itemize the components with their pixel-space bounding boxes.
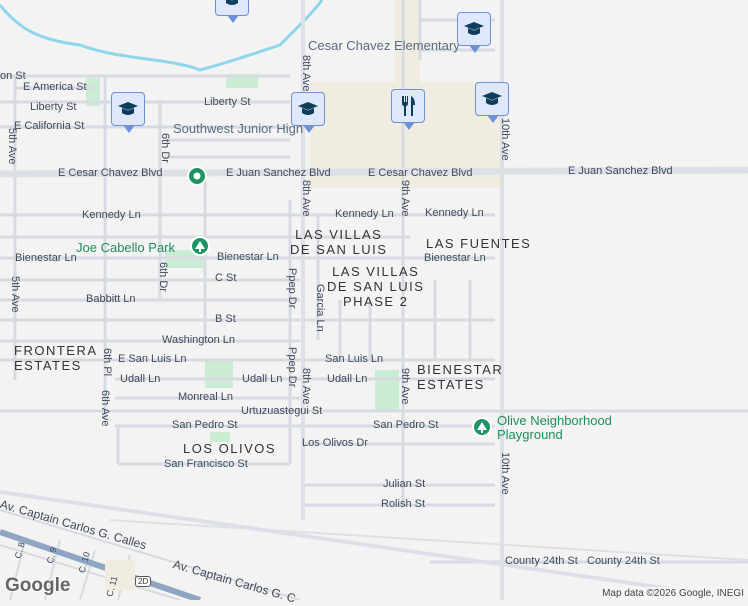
street-label: San Francisco St [164,458,248,470]
street-label: San Pedro St [172,419,238,431]
street-label: 9th Ave [399,368,411,405]
street-label: 8th Ave [300,180,312,217]
street-label: Rolish St [381,498,426,510]
street-label: Liberty St [30,101,77,113]
street-label: Monreal Ln [178,391,234,403]
street-label: San Pedro St [373,419,439,431]
commercial-area [105,560,135,590]
street-label: Julian St [383,478,426,490]
parks [86,74,399,442]
street-label: Urtuzuastegui St [241,405,323,417]
street-label: Kennedy Ln [82,209,141,221]
school-marker[interactable] [291,92,325,133]
school-marker[interactable] [111,92,145,133]
street-label: Babbitt Ln [86,293,136,305]
street-label: Garcia Ln [314,284,326,332]
place-icon [193,172,201,180]
park-icon [477,421,487,433]
campus-area [395,0,420,82]
street-label: 5th Ave [6,128,18,165]
street-label: C St [215,272,237,284]
school-icon [464,22,484,35]
park-label[interactable]: Olive Neighborhood Playground [497,413,612,442]
street-label: Bienestar Ln [15,252,77,264]
restaurant-marker[interactable] [391,89,425,130]
street-label: E Cesar Chavez Blvd [368,167,473,179]
street-label: Ppep Dr [286,268,298,309]
school-icon [482,92,502,105]
map-attribution[interactable]: Map data ©2026 Google, INEGI [598,587,748,600]
street-label: 10th Ave [499,118,511,161]
district-label: LAS VILLAS DE SAN LUIS [290,227,388,257]
street-label: Washington Ln [162,334,235,346]
district-label: LAS VILLAS DE SAN LUIS PHASE 2 [327,264,425,309]
street-label: E Cesar Chavez Blvd [58,167,163,179]
street-label: San Luis Ln [325,353,384,365]
place-marker[interactable] [187,166,207,186]
street-label: 6th Ave [99,390,111,427]
poi-label[interactable]: Cesar Chavez Elementary [308,38,460,53]
district-label: BIENESTAR ESTATES [417,362,504,392]
school-marker[interactable] [457,12,491,53]
street-label: E California St [14,120,85,132]
street-label: Bienestar Ln [424,252,486,264]
street-label: Kennedy Ln [425,207,484,219]
google-logo: Google [5,575,71,596]
street-label: 10th Ave [499,452,511,495]
park-icon [195,240,205,252]
street-label: E Juan Sanchez Blvd [226,167,331,179]
street-label: Kennedy Ln [335,208,394,220]
school-marker[interactable] [475,82,509,123]
school-icon [226,0,238,5]
park-marker[interactable] [472,417,492,437]
river [0,0,324,72]
school-icon [298,102,318,115]
street-label: E America St [23,81,87,93]
school-icon [118,102,138,115]
district-label: LAS FUENTES [426,236,532,251]
street-label: 6th Dr [159,133,171,163]
mexico-grid [0,509,301,600]
school-marker[interactable] [215,0,249,23]
street-label: Udall Ln [120,373,161,385]
street-label: County 24th St [587,555,660,567]
street-label: County 24th St [505,555,578,567]
highway-2d [0,529,201,600]
district-label: LOS OLIVOS [183,441,277,456]
street-label: Udall Ln [242,373,283,385]
street-label: 8th Ave [300,368,312,405]
route-shield: 2D [135,576,152,587]
street-label: Bienestar Ln [217,251,279,263]
street-label: B St [215,313,236,325]
street-label: E San Luis Ln [118,353,187,365]
park-label[interactable]: Joe Cabello Park [76,240,175,255]
street-label: 6th Pl [101,348,113,377]
street-label: Los Olivos Dr [302,437,369,449]
street-label: 5th Ave [9,276,21,313]
street-label: Ppep Dr [286,347,298,388]
street-label: 9th Ave [399,180,411,217]
street-label: Liberty St [204,96,251,108]
street-label: on St [0,70,26,82]
restaurant-icon [402,96,415,116]
street-label: E Juan Sanchez Blvd [568,165,673,177]
street-label: 8th Ave [300,55,312,92]
park-marker[interactable] [190,236,210,256]
street-label: 6th Dr [157,262,169,292]
poi-label[interactable]: Southwest Junior High [173,121,304,136]
district-label: FRONTERA ESTATES [14,343,98,373]
street-label: Udall Ln [327,373,368,385]
